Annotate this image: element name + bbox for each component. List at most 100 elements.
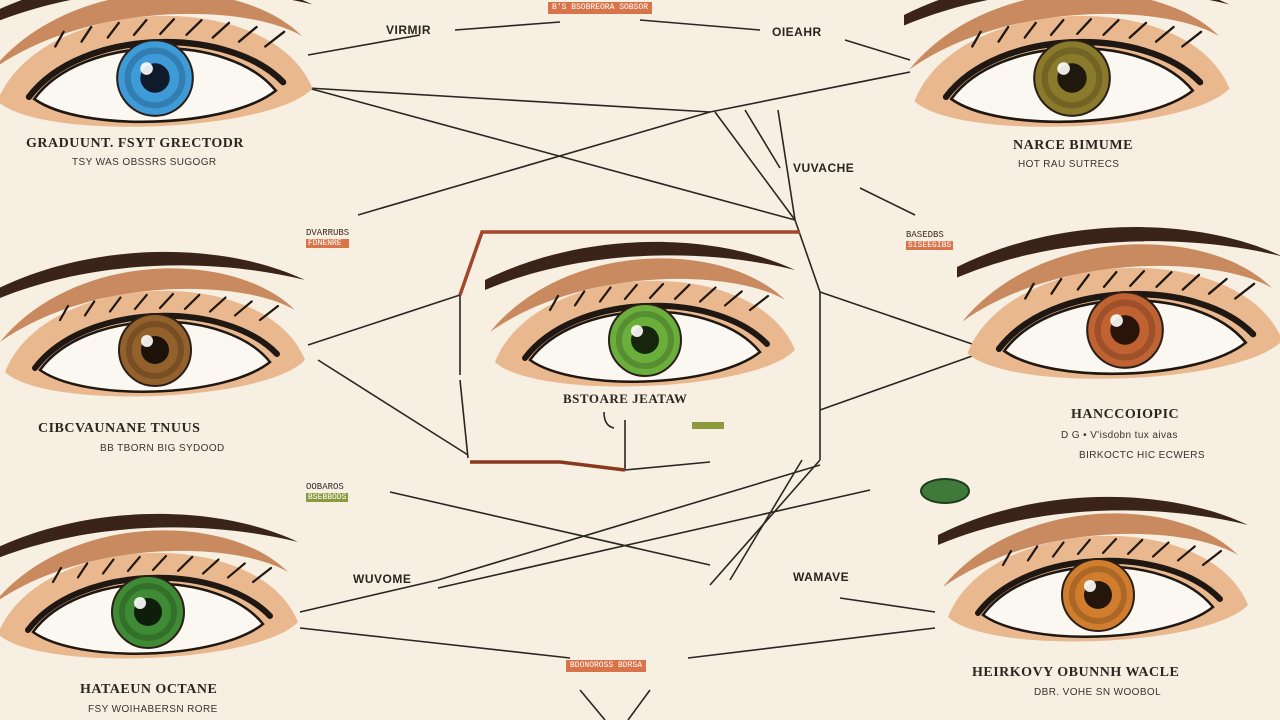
eyelash	[264, 30, 286, 48]
eyelid-shadow	[962, 244, 1272, 322]
iris-ring	[126, 321, 184, 379]
eyelash	[1234, 282, 1256, 300]
eyelash	[233, 300, 253, 317]
eyelid-shadow	[490, 258, 785, 332]
eyelash	[108, 296, 122, 313]
iris-ring	[1094, 299, 1156, 361]
eyelash	[251, 566, 273, 584]
eye-5-subtitle-2: BIRKOCTC HIC ECWERS	[1079, 450, 1205, 461]
eye-2-title: NARCE BIMUME	[1013, 138, 1133, 153]
eyelash	[1049, 19, 1065, 37]
eyelash	[1076, 538, 1091, 556]
eye-6-title: HATAEUN OCTANE	[80, 682, 218, 697]
eyelid-shadow	[0, 268, 295, 342]
eyelash	[1001, 549, 1013, 567]
eyelash	[51, 566, 63, 584]
iris-ring	[124, 47, 186, 109]
eyelid-shadow	[0, 530, 288, 600]
eyelash	[176, 555, 194, 573]
eyelash	[1151, 541, 1170, 558]
eye-highlight	[1084, 580, 1096, 592]
bottom-chip: BDONOROSS BDRSA	[566, 660, 647, 672]
eyelash	[1102, 271, 1118, 289]
eyebrow	[0, 251, 305, 299]
iris-ring	[1069, 566, 1127, 624]
eyelid-shadow	[943, 513, 1238, 587]
eyelash	[211, 21, 231, 39]
green-marker	[920, 478, 970, 504]
eye-5-subtitle: D G • V'isdobn tux aivas	[1061, 430, 1178, 441]
eye-6-subtitle: FSY WOIHABERSN RORE	[88, 704, 218, 715]
eyelash	[1176, 545, 1196, 562]
center-pointer	[603, 411, 615, 429]
eyelash	[54, 30, 65, 48]
eyelash	[151, 554, 168, 572]
eyelash	[201, 558, 220, 575]
eyelash	[1207, 277, 1228, 295]
eyelash	[1026, 545, 1039, 562]
eye-illustration-2	[904, 0, 1230, 127]
eyelash	[1201, 549, 1223, 567]
connector-lines	[299, 19, 976, 720]
eyelash	[158, 292, 175, 310]
center-frame-accent-bottom	[470, 460, 626, 472]
eyelash	[673, 283, 691, 301]
eye-1-title: GRADUUNT. FSYT GRECTODR	[26, 136, 245, 151]
eyebrow	[938, 496, 1248, 545]
eye-7-subtitle: DBR. VOHE SN WOOBOL	[1034, 687, 1162, 698]
olive-marker	[692, 422, 724, 429]
eyebrow	[0, 513, 298, 558]
eyelash	[58, 304, 70, 322]
eyelash	[226, 562, 246, 579]
eye-3-title: CIBCVAUNANE TNUUS	[38, 421, 201, 436]
eyelash	[1102, 19, 1120, 37]
eye-illustration-3	[0, 251, 305, 397]
eye-1-subtitle: TSY WAS OBSSRS SUGOGR	[72, 157, 217, 168]
eyelash	[132, 19, 148, 37]
eyelash	[1076, 273, 1090, 291]
eyelash	[126, 555, 141, 573]
eyelash	[208, 296, 227, 313]
eyelash	[159, 18, 176, 36]
eye-illustration-4	[485, 241, 795, 387]
eye-highlight	[1057, 62, 1070, 75]
eyelash	[101, 558, 115, 575]
iris-ring	[1041, 47, 1103, 109]
eye-highlight	[141, 335, 153, 347]
eyelash	[1129, 270, 1146, 288]
eyelash	[80, 25, 93, 43]
eyelash	[76, 562, 89, 579]
connector-label-2: OIEAHR	[772, 25, 822, 39]
eyelash	[648, 282, 665, 300]
eyebrow	[485, 241, 795, 290]
eyelash	[183, 293, 201, 311]
eyelash	[598, 286, 612, 303]
eyelash	[573, 290, 586, 307]
eyelash	[106, 21, 120, 39]
eyelash	[1101, 537, 1118, 555]
eyelash	[185, 19, 203, 37]
eyelash	[1126, 538, 1144, 556]
eyelash	[1023, 21, 1037, 39]
eyelash	[1155, 271, 1173, 289]
eyelash	[997, 25, 1010, 43]
eye-2-subtitle: HOT RAU SUTRECS	[1018, 159, 1120, 170]
eyelash	[83, 300, 96, 317]
eyelash	[237, 25, 258, 43]
top-chip: B'S BSOBREORA SOBSOR	[548, 2, 653, 14]
connector-label-3: VUVACHE	[793, 161, 855, 175]
eyelash	[1181, 273, 1201, 291]
connector-label-1: VIRMIR	[386, 23, 431, 37]
eyelash	[623, 283, 638, 301]
eyelash	[133, 293, 148, 311]
eyelash	[971, 30, 982, 48]
eyelash	[548, 294, 560, 312]
eyelid-shadow	[909, 0, 1219, 70]
eyebrow	[957, 227, 1280, 278]
eyelash	[258, 304, 280, 322]
eyebrow	[904, 0, 1230, 26]
